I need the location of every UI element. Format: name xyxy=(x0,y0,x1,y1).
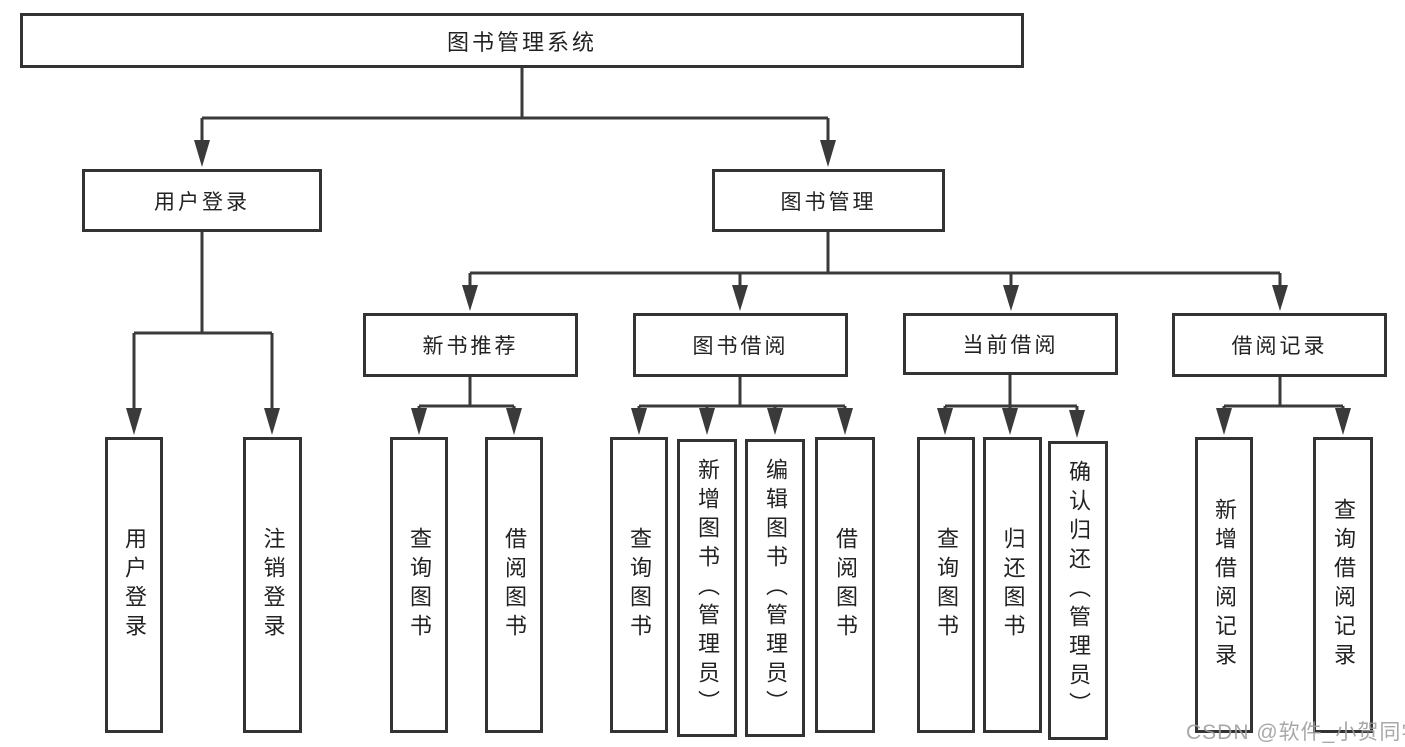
node-label: 图书管理 xyxy=(780,190,877,214)
node-label: 图书借阅 xyxy=(692,335,789,358)
connector-root-to-branches xyxy=(194,68,836,167)
connector-book-borrow-to-leaves xyxy=(631,377,853,435)
csdn-watermark: CSDN @软件_小贺同学 xyxy=(1186,721,1405,744)
leaf-label: 查询借阅记录 xyxy=(1331,498,1356,672)
node-book-management: 图书管理 xyxy=(712,169,945,232)
leaf-label: 编辑图书（管理员） xyxy=(763,457,788,719)
node-label: 借阅记录 xyxy=(1231,335,1328,358)
leaf-label: 借阅图书 xyxy=(502,527,527,643)
leaf-query-books-current: 查询图书 xyxy=(917,437,975,733)
connector-current-borrow-to-leaves xyxy=(937,375,1085,438)
leaf-label: 查询图书 xyxy=(407,527,432,643)
leaf-query-borrow-record: 查询借阅记录 xyxy=(1313,437,1373,733)
leaf-label: 查询图书 xyxy=(627,527,652,643)
leaf-logout: 注销登录 xyxy=(243,437,302,733)
node-label: 新书推荐 xyxy=(422,335,519,358)
node-library-management-system: 图书管理系统 xyxy=(20,13,1024,68)
leaf-query-books-recommend: 查询图书 xyxy=(390,437,448,733)
leaf-label: 新增借阅记录 xyxy=(1212,498,1237,672)
connector-book-management-to-modules xyxy=(462,232,1288,311)
node-current-borrow: 当前借阅 xyxy=(903,313,1118,375)
node-new-book-recommend: 新书推荐 xyxy=(363,313,578,377)
node-user-login: 用户登录 xyxy=(82,169,322,232)
leaf-label: 归还图书 xyxy=(1000,527,1026,643)
leaf-confirm-return-admin: 确认归还（管理员） xyxy=(1048,441,1108,740)
leaf-label: 新增图书（管理员） xyxy=(695,457,720,719)
leaf-return-books: 归还图书 xyxy=(983,437,1042,733)
node-label: 当前借阅 xyxy=(962,334,1059,357)
leaf-borrow-books: 借阅图书 xyxy=(815,437,875,733)
leaf-label: 借阅图书 xyxy=(833,527,858,643)
leaf-query-books-borrow: 查询图书 xyxy=(610,437,668,733)
leaf-add-books-admin: 新增图书（管理员） xyxy=(677,439,737,737)
leaf-label: 查询图书 xyxy=(934,527,959,643)
leaf-add-borrow-record: 新增借阅记录 xyxy=(1195,437,1253,733)
node-label: 用户登录 xyxy=(154,190,250,214)
node-label: 图书管理系统 xyxy=(446,29,597,55)
node-book-borrow: 图书借阅 xyxy=(633,313,848,377)
connector-borrow-records-to-leaves xyxy=(1216,377,1351,435)
node-borrow-records: 借阅记录 xyxy=(1172,313,1387,377)
leaf-label: 注销登录 xyxy=(260,527,286,643)
leaf-borrow-books-recommend: 借阅图书 xyxy=(485,437,543,733)
leaf-label: 用户登录 xyxy=(122,527,147,643)
leaf-label: 确认归还（管理员） xyxy=(1066,460,1091,721)
leaf-user-login: 用户登录 xyxy=(105,437,163,733)
connector-new-book-recommend-to-leaves xyxy=(411,377,522,435)
connector-user-login-to-leaves xyxy=(126,232,280,435)
leaf-edit-books-admin: 编辑图书（管理员） xyxy=(745,439,805,737)
